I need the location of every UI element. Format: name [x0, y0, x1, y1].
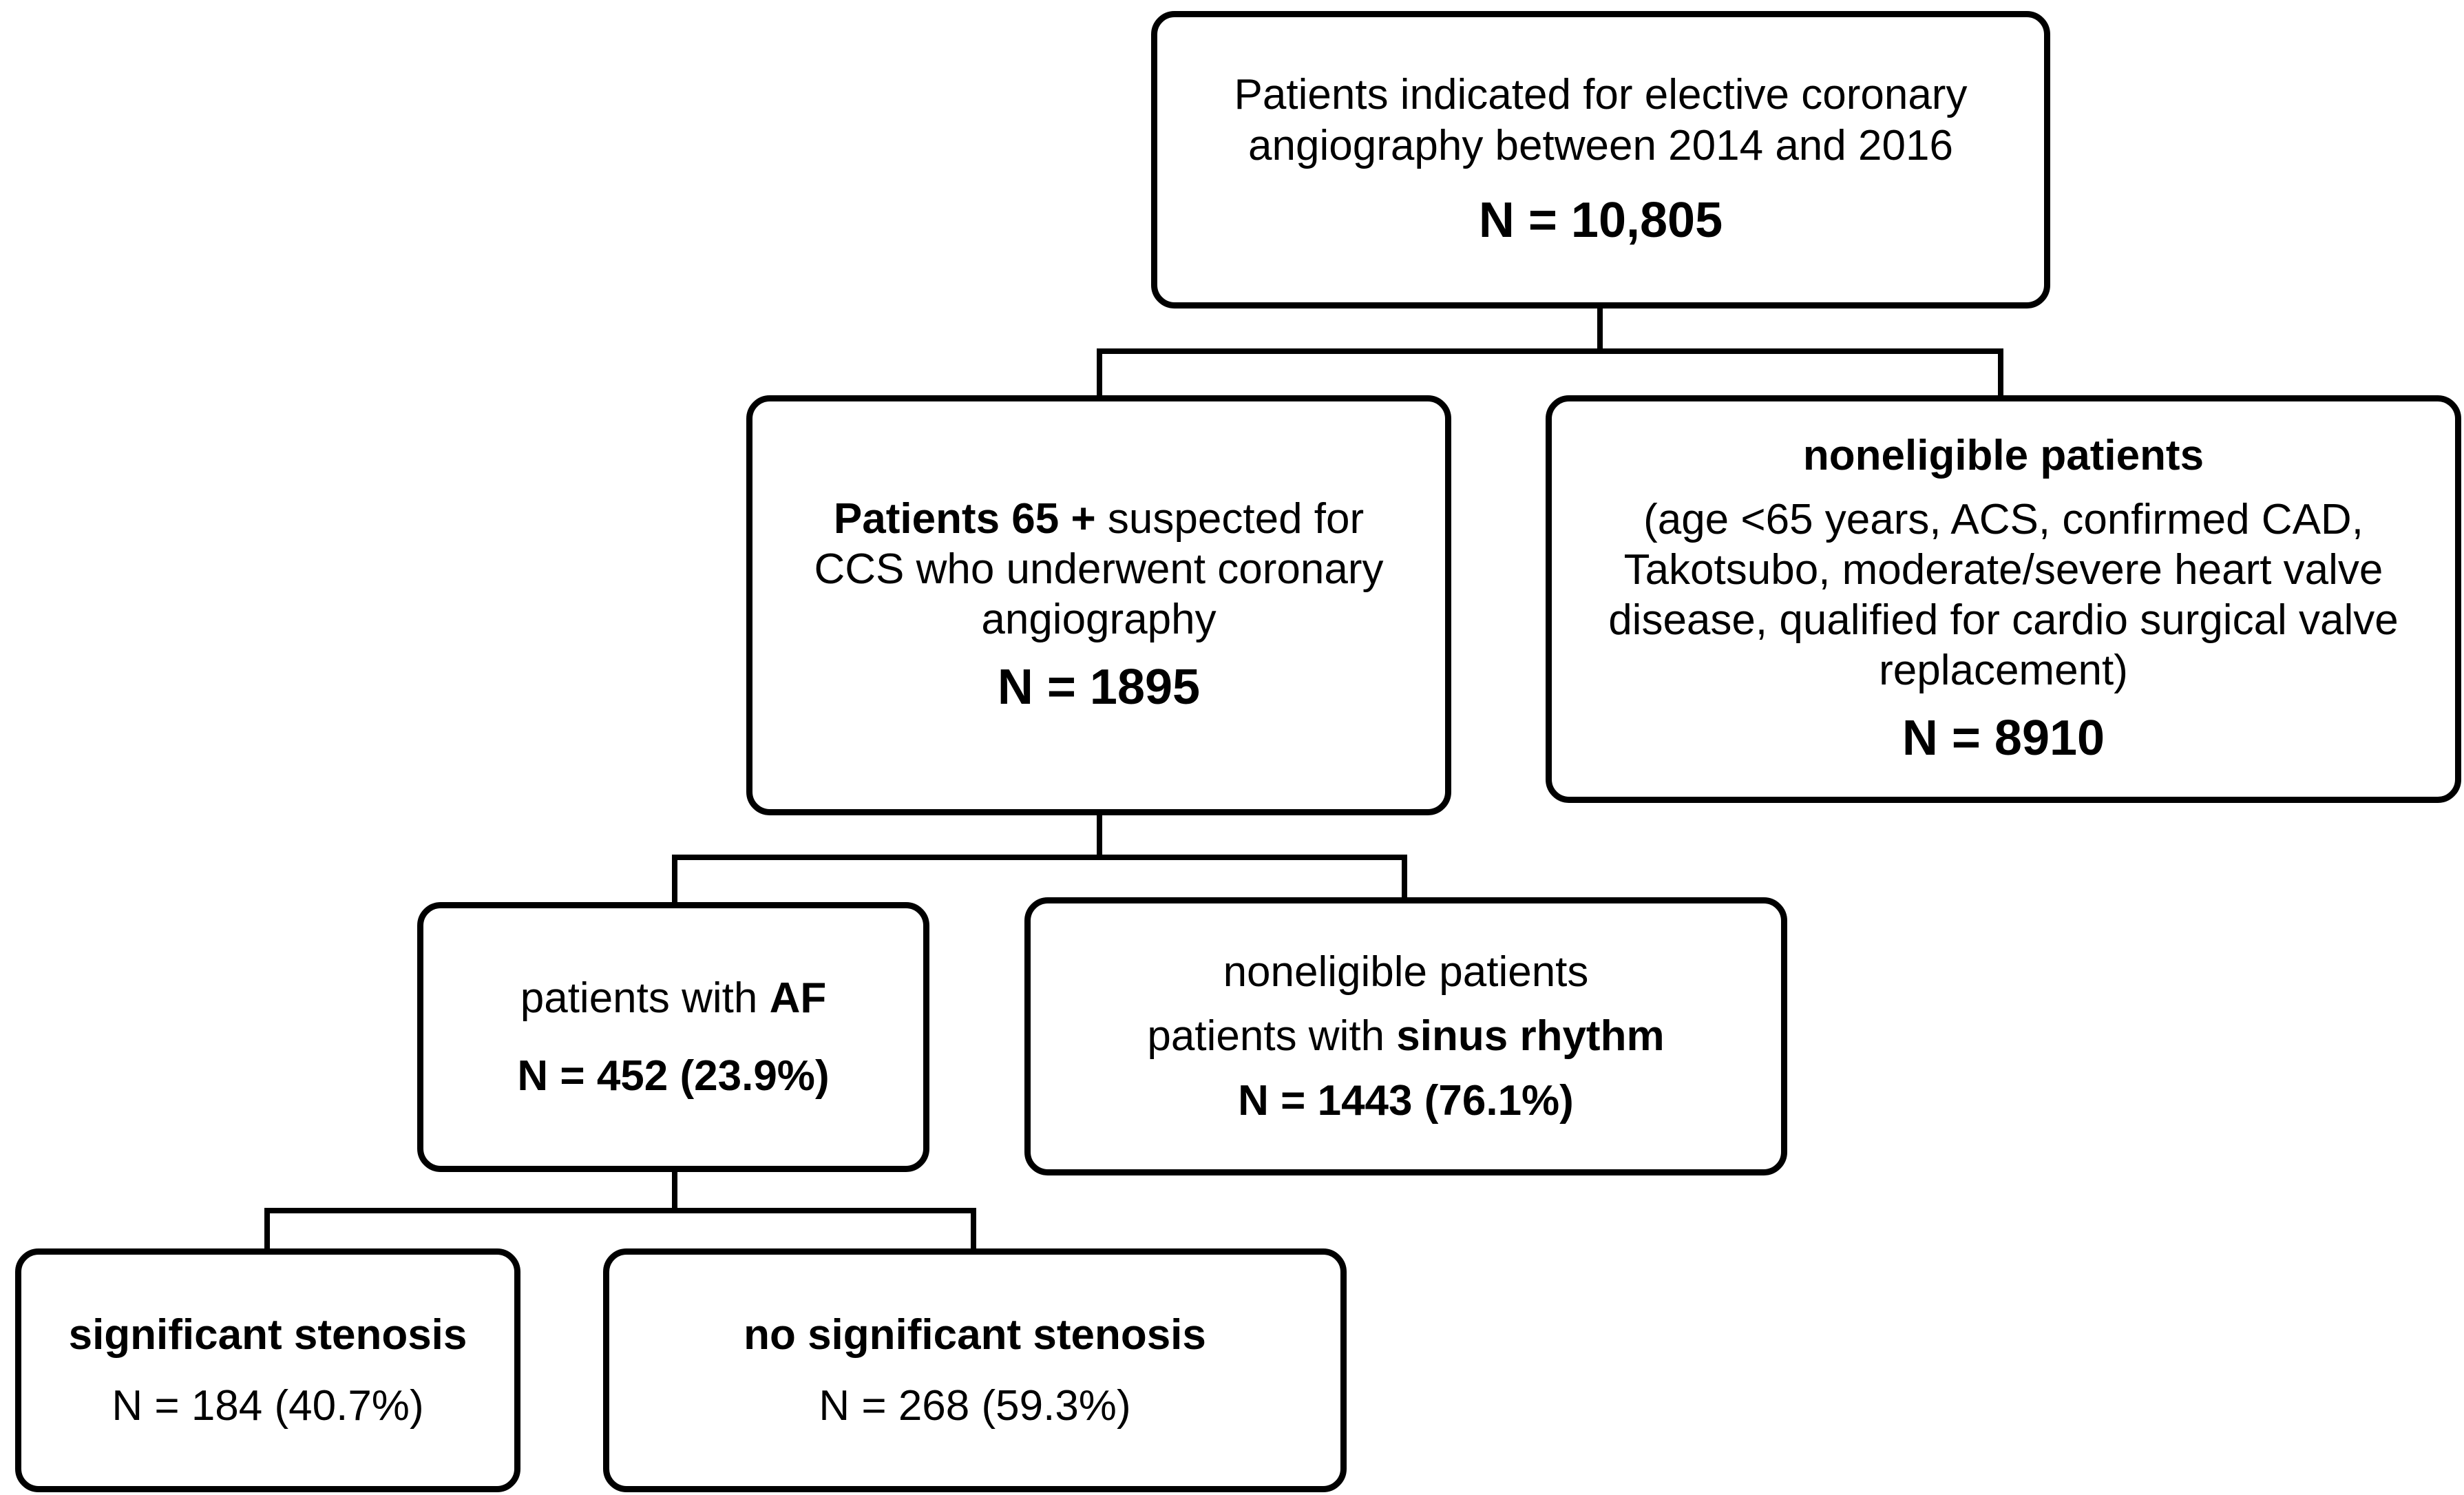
- noneligible-title: noneligible patients: [1802, 431, 2204, 479]
- total-line1: Patients indicated for elective coronary: [1234, 71, 1968, 119]
- eligible-line1-rest: suspected for: [1095, 494, 1365, 543]
- total-line2: angiography between 2014 and 2016: [1248, 121, 1953, 169]
- box-total-patients: Patients indicated for elective coronary…: [1151, 11, 2050, 309]
- eligible-count: N = 1895: [997, 660, 1201, 715]
- af-prefix: patients with: [520, 974, 770, 1022]
- box-no-significant-stenosis: no significant stenosis N = 268 (59.3%): [603, 1248, 1347, 1492]
- no-significant-title: no significant stenosis: [744, 1310, 1206, 1359]
- significant-title: significant stenosis: [68, 1310, 467, 1359]
- sinus-bold: sinus rhythm: [1396, 1012, 1665, 1060]
- sinus-line1: noneligible patients: [1223, 948, 1589, 996]
- sinus-prefix: patients with: [1147, 1012, 1397, 1060]
- eligible-line3: angiography: [981, 596, 1217, 644]
- noneligible-line4: replacement): [1879, 647, 2128, 695]
- eligible-line2: CCS who underwent coronary: [814, 545, 1384, 593]
- box-noneligible-patients: noneligible patients (age <65 years, ACS…: [1546, 395, 2461, 803]
- af-bold: AF: [769, 974, 827, 1022]
- sinus-line2: patients with sinus rhythm: [1147, 1011, 1664, 1061]
- total-count: N = 10,805: [1478, 192, 1723, 248]
- box-af-patients: patients with AF N = 452 (23.9%): [417, 902, 929, 1172]
- sinus-count: N = 1443 (76.1%): [1238, 1076, 1574, 1125]
- noneligible-line1: (age <65 years, ACS, confirmed CAD,: [1643, 495, 2363, 543]
- box-significant-stenosis: significant stenosis N = 184 (40.7%): [15, 1248, 520, 1492]
- box-sinus-rhythm: noneligible patients patients with sinus…: [1024, 897, 1787, 1175]
- eligible-bold-prefix: Patients 65 +: [833, 494, 1096, 543]
- significant-count: N = 184 (40.7%): [112, 1382, 424, 1430]
- box-eligible-patients: Patients 65 + suspected for CCS who unde…: [746, 395, 1451, 815]
- noneligible-count: N = 8910: [1902, 711, 2105, 766]
- noneligible-line3: disease, qualified for cardio surgical v…: [1608, 596, 2399, 645]
- no-significant-count: N = 268 (59.3%): [819, 1382, 1131, 1430]
- eligible-line1: Patients 65 + suspected for: [834, 494, 1364, 544]
- af-line: patients with AF: [520, 973, 827, 1023]
- noneligible-line2: Takotsubo, moderate/severe heart valve: [1623, 545, 2383, 594]
- af-count: N = 452 (23.9%): [517, 1052, 830, 1100]
